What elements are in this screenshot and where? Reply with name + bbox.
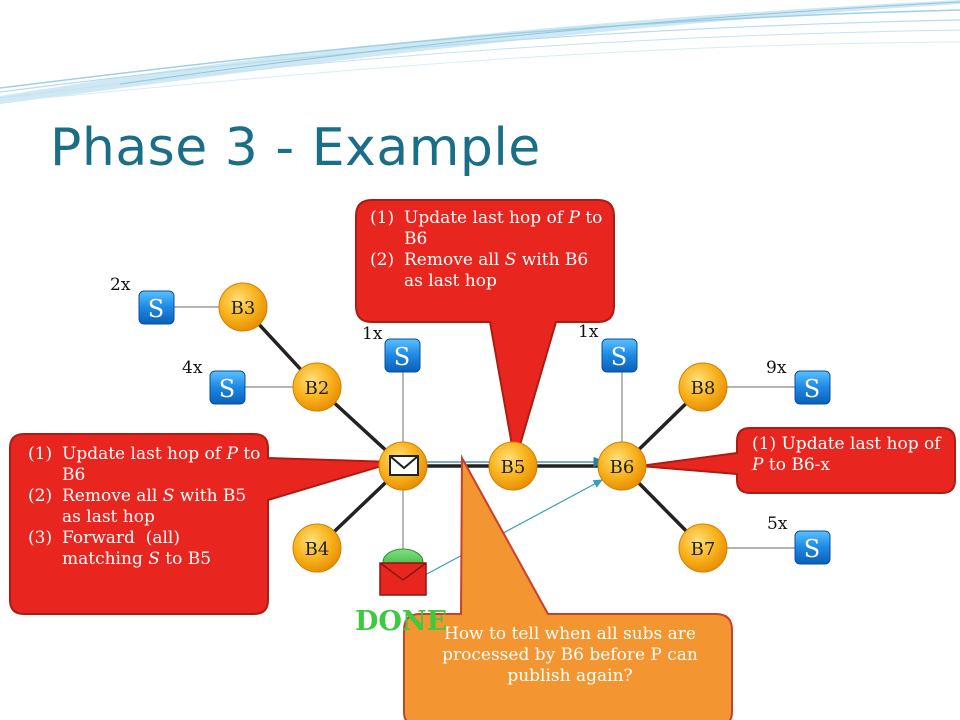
broker-b8[interactable]: B8 <box>678 362 728 412</box>
callout-item: (1) Update last hop of P to B6 <box>28 444 264 486</box>
callout-item-number: (2) <box>370 250 395 270</box>
subscriber-b3[interactable]: S <box>138 290 175 325</box>
subscriber-b8-label: S <box>804 375 820 403</box>
callout-item-text: Remove all S with B5 as last hop <box>62 486 247 527</box>
broker-b7-label: B7 <box>691 539 716 560</box>
callout-left: (1) Update last hop of P to B6 (2) Remove a… <box>28 444 264 570</box>
broker-b4-label: B4 <box>305 539 330 560</box>
subscriber-b6[interactable]: S <box>601 338 638 373</box>
callout-item-number: (1) <box>370 208 395 228</box>
count-b8: 9x <box>766 358 787 378</box>
broker-b2[interactable]: B2 <box>292 362 342 412</box>
callout-item-text: Remove all S with B6 as last hop <box>404 250 589 291</box>
count-b7: 5x <box>767 514 788 534</box>
broker-b8-label: B8 <box>691 378 716 399</box>
broker-b5-label: B5 <box>501 457 526 478</box>
subscriber-b2-label: S <box>219 375 235 403</box>
subscriber-b2[interactable]: S <box>209 370 246 405</box>
broker-b2-label: B2 <box>305 378 330 399</box>
callout-top-shape <box>355 199 615 463</box>
subscriber-b7-label: S <box>804 535 820 563</box>
callout-item-number: (2) <box>28 486 53 506</box>
callout-left-shape <box>9 433 396 615</box>
callout-top: (1) Update last hop of P to B6 (2) Remove a… <box>370 208 610 292</box>
broker-b3[interactable]: B3 <box>218 282 268 332</box>
callout-item: (2) Remove all S with B5 as last hop <box>28 486 264 528</box>
count-b3: 2x <box>110 275 131 295</box>
subscriber-b6-label: S <box>611 343 627 371</box>
callout-item: (3) Forward (all) matching S to B5 <box>28 528 264 570</box>
callout-item-text: Update last hop of P to B6 <box>62 444 261 485</box>
callout-item-text: Forward (all) matching S to B5 <box>62 528 212 569</box>
page-title: Phase 3 - Example <box>50 118 541 178</box>
envelope-icon <box>389 455 419 476</box>
callout-bottom: How to tell when all subs are processed … <box>442 624 698 686</box>
callout-item-number: (1) <box>28 444 53 464</box>
subscriber-b7[interactable]: S <box>794 530 831 565</box>
broker-b5[interactable]: B5 <box>488 441 538 491</box>
broker-b3-label: B3 <box>231 298 256 319</box>
callout-right-shape <box>639 427 956 494</box>
count-b1: 1x <box>362 324 383 344</box>
callout-item-text: Update last hop of P to B6 <box>404 208 603 249</box>
subscriber-b1-label: S <box>394 343 410 371</box>
subscriber-b8[interactable]: S <box>794 370 831 405</box>
broker-b6[interactable]: B6 <box>597 441 647 491</box>
count-b6: 1x <box>578 322 599 342</box>
subscriber-b3-label: S <box>148 295 164 323</box>
arrow-b6-to-publisher <box>424 479 604 576</box>
subscriber-b1[interactable]: S <box>384 338 421 373</box>
done-status: DONE <box>355 606 448 637</box>
callout-item: (2) Remove all S with B6 as last hop <box>370 250 610 292</box>
header-decoration <box>0 0 960 104</box>
callout-top-list: (1) Update last hop of P to B6 (2) Remove a… <box>370 208 610 292</box>
publisher-node[interactable] <box>379 548 427 596</box>
count-b2: 4x <box>182 358 203 378</box>
broker-b6-label: B6 <box>610 457 635 478</box>
callout-bottom-shape <box>403 454 733 720</box>
callout-left-list: (1) Update last hop of P to B6 (2) Remove a… <box>28 444 264 570</box>
callout-item: (1) Update last hop of P to B6 <box>370 208 610 250</box>
callout-right: (1) Update last hop of P to B6-x <box>752 434 941 475</box>
broker-b7[interactable]: B7 <box>678 523 728 573</box>
callout-item-number: (3) <box>28 528 53 548</box>
broker-b4[interactable]: B4 <box>292 523 342 573</box>
